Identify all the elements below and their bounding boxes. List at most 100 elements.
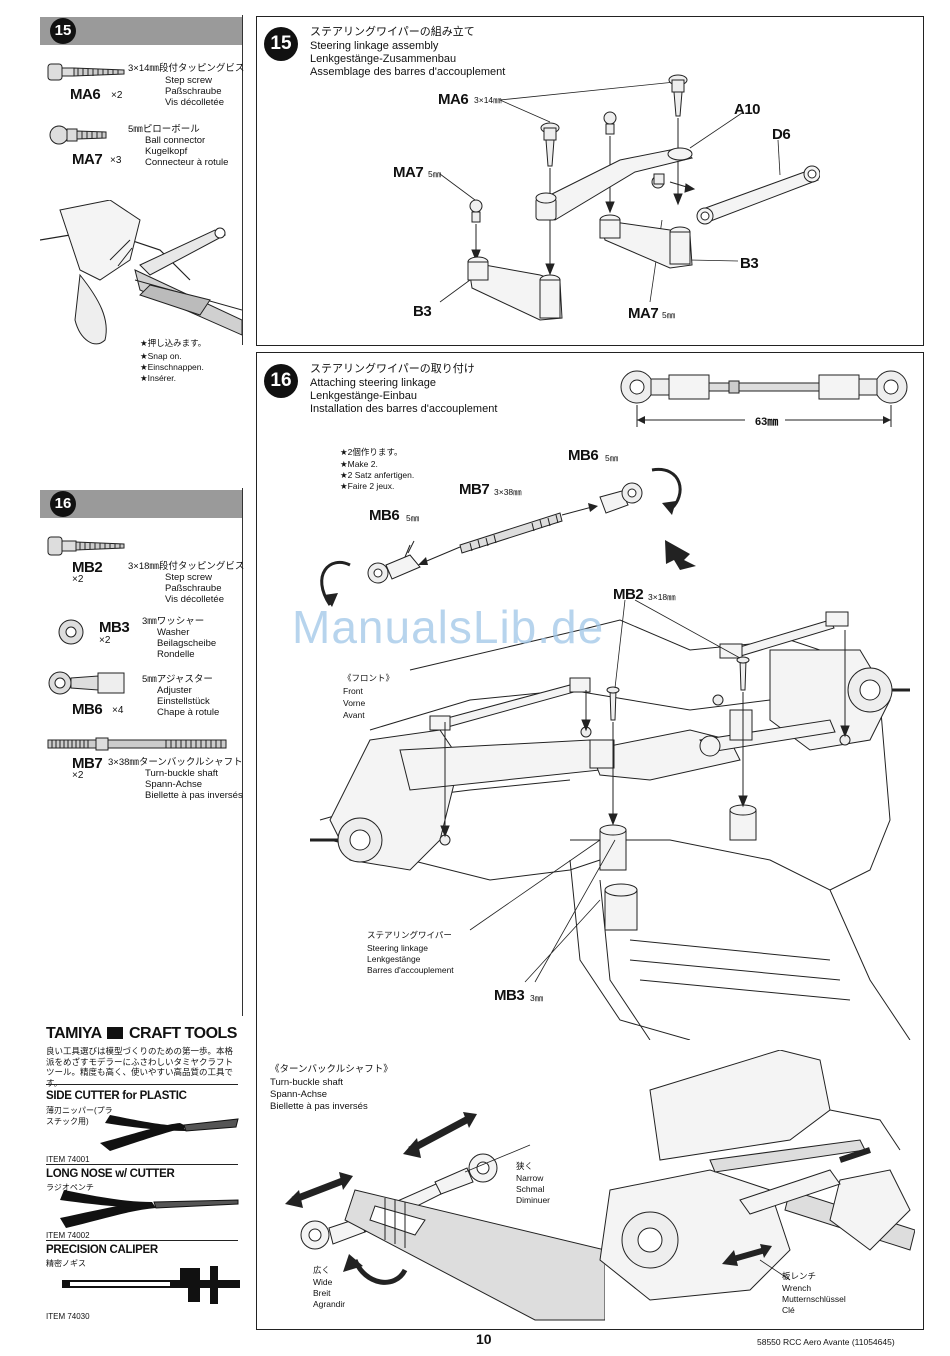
label-mb3-size: 3㎜	[530, 993, 544, 1003]
turnbuckle-exploded-diagram	[320, 468, 682, 607]
panel16-number: 16	[264, 364, 298, 398]
snap-note-jp: ★押し込みます。	[140, 338, 207, 348]
make2-jp: ★2個作ります。	[340, 447, 403, 457]
label-mb6-left-size: 5㎜	[406, 513, 420, 523]
label-ma7-size: 5㎜	[428, 169, 442, 179]
long-nose-pliers-icon	[60, 1190, 239, 1228]
label-b3-left: B3	[413, 303, 432, 320]
mb6-size: 5㎜アジャスター	[142, 674, 213, 685]
linkage-en: Steering linkage	[367, 943, 428, 953]
brand-name: TAMIYA	[46, 1025, 102, 1042]
label-d6: D6	[772, 126, 791, 143]
side-cutter-title: SIDE CUTTER for PLASTIC	[46, 1090, 187, 1102]
mb2-de: Paßschraube	[165, 583, 222, 594]
front-en: Front	[343, 686, 363, 696]
panel15-number: 15	[264, 27, 298, 61]
ma6-fr: Vis décolletée	[165, 97, 224, 108]
ma6-en: Step screw	[165, 75, 212, 86]
brand-name-2: CRAFT TOOLS	[128, 1025, 237, 1042]
narrow-fr: Diminuer	[516, 1195, 551, 1205]
wrench-fr: Clé	[782, 1305, 795, 1315]
turnbuckle-de: Spann-Achse	[270, 1089, 328, 1100]
mb2-en: Step screw	[165, 572, 212, 583]
narrow-jp: 狭く	[516, 1161, 534, 1171]
mb7-de: Spann-Achse	[145, 779, 203, 790]
adjuster-icon	[48, 671, 125, 695]
narrow-de: Schmal	[516, 1184, 545, 1194]
narrow-en: Narrow	[516, 1173, 544, 1183]
turnbuckle-wrench-adjust-diagram	[285, 1112, 605, 1321]
label-mb6-top-size: 5㎜	[605, 453, 619, 463]
divider	[46, 1084, 238, 1085]
tamiya-star-icon	[107, 1027, 124, 1039]
side-cutter-item: ITEM 74001	[46, 1155, 90, 1164]
wrench-jp: 板レンチ	[782, 1271, 817, 1281]
mb3-de: Beilagscheibe	[157, 638, 217, 649]
ma6-qty: ×2	[111, 90, 123, 101]
dimension-63mm: 63㎜	[755, 416, 779, 428]
mb7-size: 3×38㎜ターンバックルシャフト	[108, 757, 243, 768]
mb6-qty: ×4	[112, 705, 124, 716]
ma7-de: Kugelkopf	[145, 146, 188, 157]
panel16-title-fr: Installation des barres d'accouplement	[310, 403, 498, 415]
panel15-title-jp: ステアリングワイパーの組み立て	[310, 26, 475, 38]
ma7-code: MA7	[72, 151, 103, 168]
step16-panel	[256, 352, 924, 1330]
turnbuckle-jp: 《ターンバックルシャフト》	[270, 1064, 393, 1075]
mb6-fr: Chape à rotule	[157, 707, 220, 718]
label-mb3: MB3	[494, 987, 525, 1004]
linkage-fr: Barres d'accouplement	[367, 965, 454, 975]
front-fr: Avant	[343, 710, 365, 720]
mb3-qty: ×2	[99, 635, 111, 646]
sidebar-divider	[242, 15, 243, 345]
steering-linkage-assembly-diagram	[439, 74, 820, 321]
label-a10: A10	[734, 101, 761, 118]
turnbuckle-fr: Biellette à pas inversés	[270, 1101, 368, 1112]
ball-connector-icon	[49, 125, 107, 145]
long-nose-jp: ラジオペンチ	[46, 1183, 94, 1192]
step15-panel	[256, 16, 924, 346]
page-number: 10	[476, 1331, 492, 1347]
label-b3-right: B3	[740, 255, 759, 272]
wrench-on-car-diagram	[599, 1050, 915, 1301]
mb3-fr: Rondelle	[157, 649, 195, 660]
model-footer: 58550 RCC Aero Avante (11054645)	[757, 1337, 895, 1347]
ma6-de: Paßschraube	[165, 86, 222, 97]
ma6-size: 3×14㎜段付タッピングビス	[128, 63, 245, 74]
divider	[46, 1164, 238, 1165]
make2-fr: ★Faire 2 jeux.	[340, 481, 395, 491]
snap-note-en: ★Snap on.	[140, 351, 182, 361]
label-mb2-size: 3×18㎜	[648, 592, 676, 602]
long-nose-title: LONG NOSE w/ CUTTER	[46, 1168, 175, 1180]
mb2-code: MB2	[72, 559, 103, 576]
watermark: ManualsLib.de	[292, 601, 605, 653]
wide-jp: 広く	[313, 1265, 331, 1275]
label-mb7-size: 3×38㎜	[494, 487, 522, 497]
snap-note-de: ★Einschnappen.	[140, 362, 204, 372]
label-ma6-size: 3×14㎜	[474, 95, 502, 105]
label-mb6-left: MB6	[369, 507, 400, 524]
sidebar-divider	[242, 488, 243, 1016]
turnbuckle-en: Turn-buckle shaft	[270, 1077, 344, 1088]
step16-number: 16	[50, 491, 76, 517]
mb6-en: Adjuster	[157, 685, 192, 696]
caliper-item: ITEM 74030	[46, 1312, 90, 1321]
step-screw-icon	[47, 63, 125, 81]
make2-en: ★Make 2.	[340, 459, 378, 469]
wide-en: Wide	[313, 1277, 333, 1287]
label-ma6: MA6	[438, 91, 469, 108]
side-cutter-icon	[100, 1115, 239, 1151]
mb7-en: Turn-buckle shaft	[145, 768, 219, 779]
panel16-title-de: Lenkgestänge-Einbau	[310, 390, 418, 402]
label-ma7: MA7	[393, 164, 424, 181]
craft-tools-logo: TAMIYA CRAFT TOOLS	[46, 1025, 242, 1043]
washer-icon	[58, 619, 84, 645]
mb2-qty: ×2	[72, 574, 84, 585]
mb6-de: Einstellstück	[157, 696, 210, 707]
ma7-fr: Connecteur à rotule	[145, 157, 229, 168]
caliper-icon	[62, 1266, 240, 1304]
divider	[46, 1240, 238, 1241]
side-cutter-jp: 薄刃ニッパー(プラスチック用)	[46, 1106, 113, 1126]
long-nose-item: ITEM 74002	[46, 1231, 90, 1240]
caliper-jp: 精密ノギス	[46, 1259, 86, 1268]
